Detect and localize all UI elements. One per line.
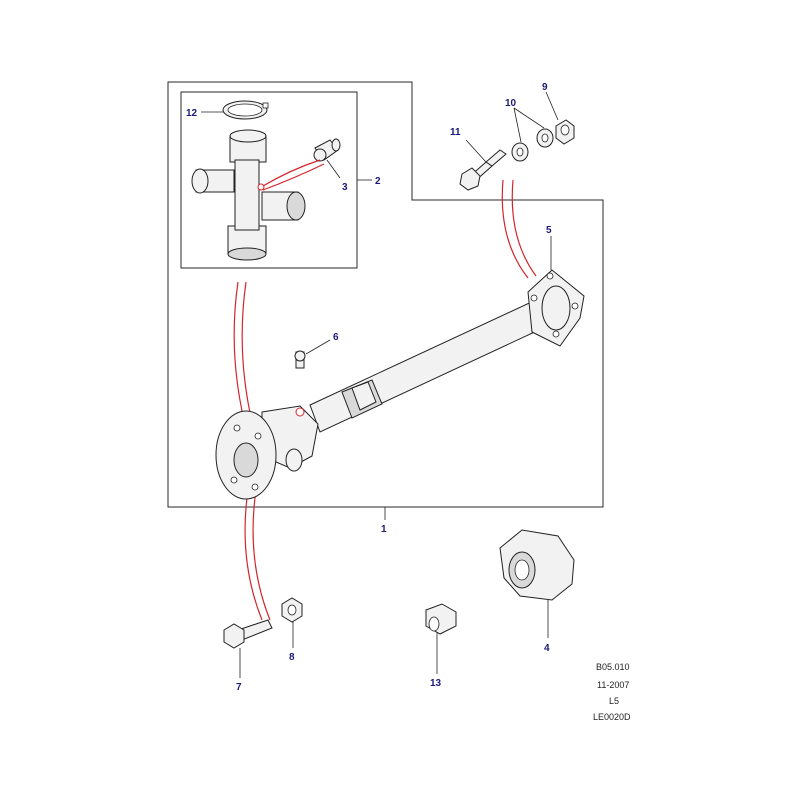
callout-9: 9 bbox=[542, 82, 548, 93]
reference-code: B05.010 bbox=[596, 662, 630, 672]
leader-6 bbox=[305, 339, 331, 355]
leader-11 bbox=[465, 139, 487, 163]
indicator-line-inset-nipple bbox=[262, 159, 325, 191]
grease-nipple-inset-drawing bbox=[313, 138, 341, 162]
indicator-line-inset-to-flange bbox=[233, 281, 253, 423]
centre-bearing-drawing bbox=[499, 529, 575, 601]
leader-3 bbox=[326, 159, 341, 179]
callout-2: 2 bbox=[375, 176, 381, 187]
leader-10a bbox=[513, 107, 522, 143]
callout-12: 12 bbox=[186, 108, 198, 119]
callout-8: 8 bbox=[289, 652, 295, 663]
callout-7: 7 bbox=[236, 682, 242, 693]
callout-13: 13 bbox=[430, 678, 442, 689]
propshaft-drawing bbox=[215, 269, 585, 500]
callout-3: 3 bbox=[342, 182, 348, 193]
bolt-upper-drawing bbox=[459, 149, 507, 191]
reference-drawing-number: LE0020D bbox=[593, 712, 631, 722]
assembly-outline bbox=[167, 81, 604, 508]
callout-6: 6 bbox=[333, 332, 339, 343]
grease-nipple-drawing bbox=[294, 350, 306, 369]
nut-lower-drawing bbox=[281, 597, 303, 623]
bush-drawing bbox=[425, 603, 457, 635]
washer-drawing bbox=[511, 128, 554, 162]
nut-upper-drawing bbox=[555, 119, 575, 145]
callout-11: 11 bbox=[450, 127, 461, 138]
callout-5: 5 bbox=[546, 225, 552, 236]
leader-10b bbox=[513, 107, 545, 129]
callout-1: 1 bbox=[381, 524, 387, 535]
leader-9 bbox=[545, 91, 559, 121]
callout-4: 4 bbox=[544, 643, 550, 654]
universal-joint-spider-drawing bbox=[191, 129, 306, 261]
reference-level: L5 bbox=[609, 696, 619, 706]
indicator-line-bolt-to-flange bbox=[501, 179, 537, 279]
bolt-lower-drawing bbox=[223, 619, 273, 649]
callout-10: 10 bbox=[505, 98, 517, 109]
circlip-drawing bbox=[222, 100, 269, 120]
reference-date: 11-2007 bbox=[597, 680, 629, 690]
indicator-line-flange-to-bolt bbox=[244, 489, 271, 621]
